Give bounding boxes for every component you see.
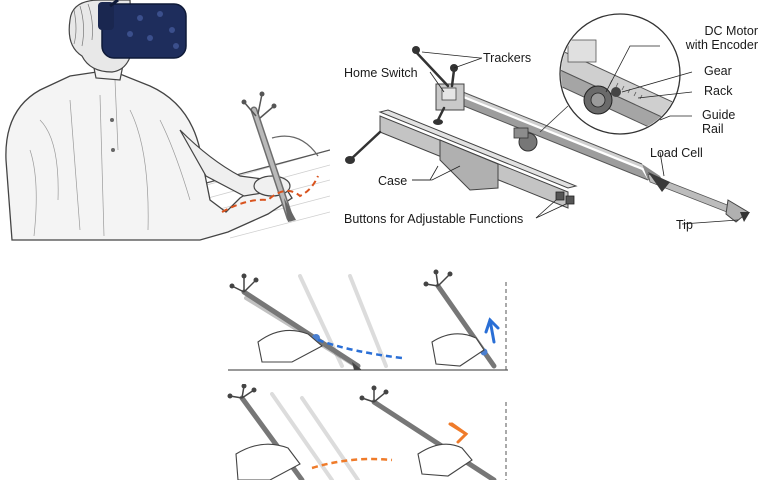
motion-sequence-down xyxy=(222,384,522,480)
label-buttons: Buttons for Adjustable Functions xyxy=(344,212,524,226)
function-button-1 xyxy=(555,191,565,201)
sequence-down-drawing xyxy=(227,384,507,480)
trackers xyxy=(414,50,456,122)
label-case: Case xyxy=(378,174,408,188)
label-tip: Tip xyxy=(676,218,693,232)
label-home-switch: Home Switch xyxy=(344,66,418,80)
stylus-1 xyxy=(229,273,362,370)
hand-3 xyxy=(235,443,301,480)
torso xyxy=(5,69,293,241)
shirt-button xyxy=(111,148,115,152)
held-stylus xyxy=(241,91,296,222)
motion-sequence-up xyxy=(222,262,522,374)
label-rack: Rack xyxy=(704,84,733,98)
vr-headset-icon xyxy=(101,3,187,59)
hand-4 xyxy=(417,443,473,477)
device-diagram xyxy=(345,13,750,225)
shirt-button xyxy=(110,118,114,122)
gear-icon xyxy=(611,87,621,97)
user-sketch xyxy=(5,0,330,241)
case xyxy=(345,109,578,209)
main-shaft xyxy=(447,85,733,215)
load-cell-cone xyxy=(648,172,670,192)
label-guide-rail: Guide Rail xyxy=(702,108,736,136)
device-diagram-panel: Trackers Home Switch Case Buttons for Ad… xyxy=(330,0,760,242)
sequence-up-drawing xyxy=(228,269,508,371)
hand-2 xyxy=(431,333,485,367)
hand-1 xyxy=(257,329,323,363)
user-sketch-panel xyxy=(0,0,330,242)
label-trackers: Trackers xyxy=(483,51,532,65)
label-dc-motor: DC Motor with Encoder xyxy=(685,24,758,52)
label-load-cell: Load Cell xyxy=(650,146,703,160)
orange-trail xyxy=(311,457,393,470)
label-gear: Gear xyxy=(704,64,732,78)
function-button-2 xyxy=(565,195,575,205)
